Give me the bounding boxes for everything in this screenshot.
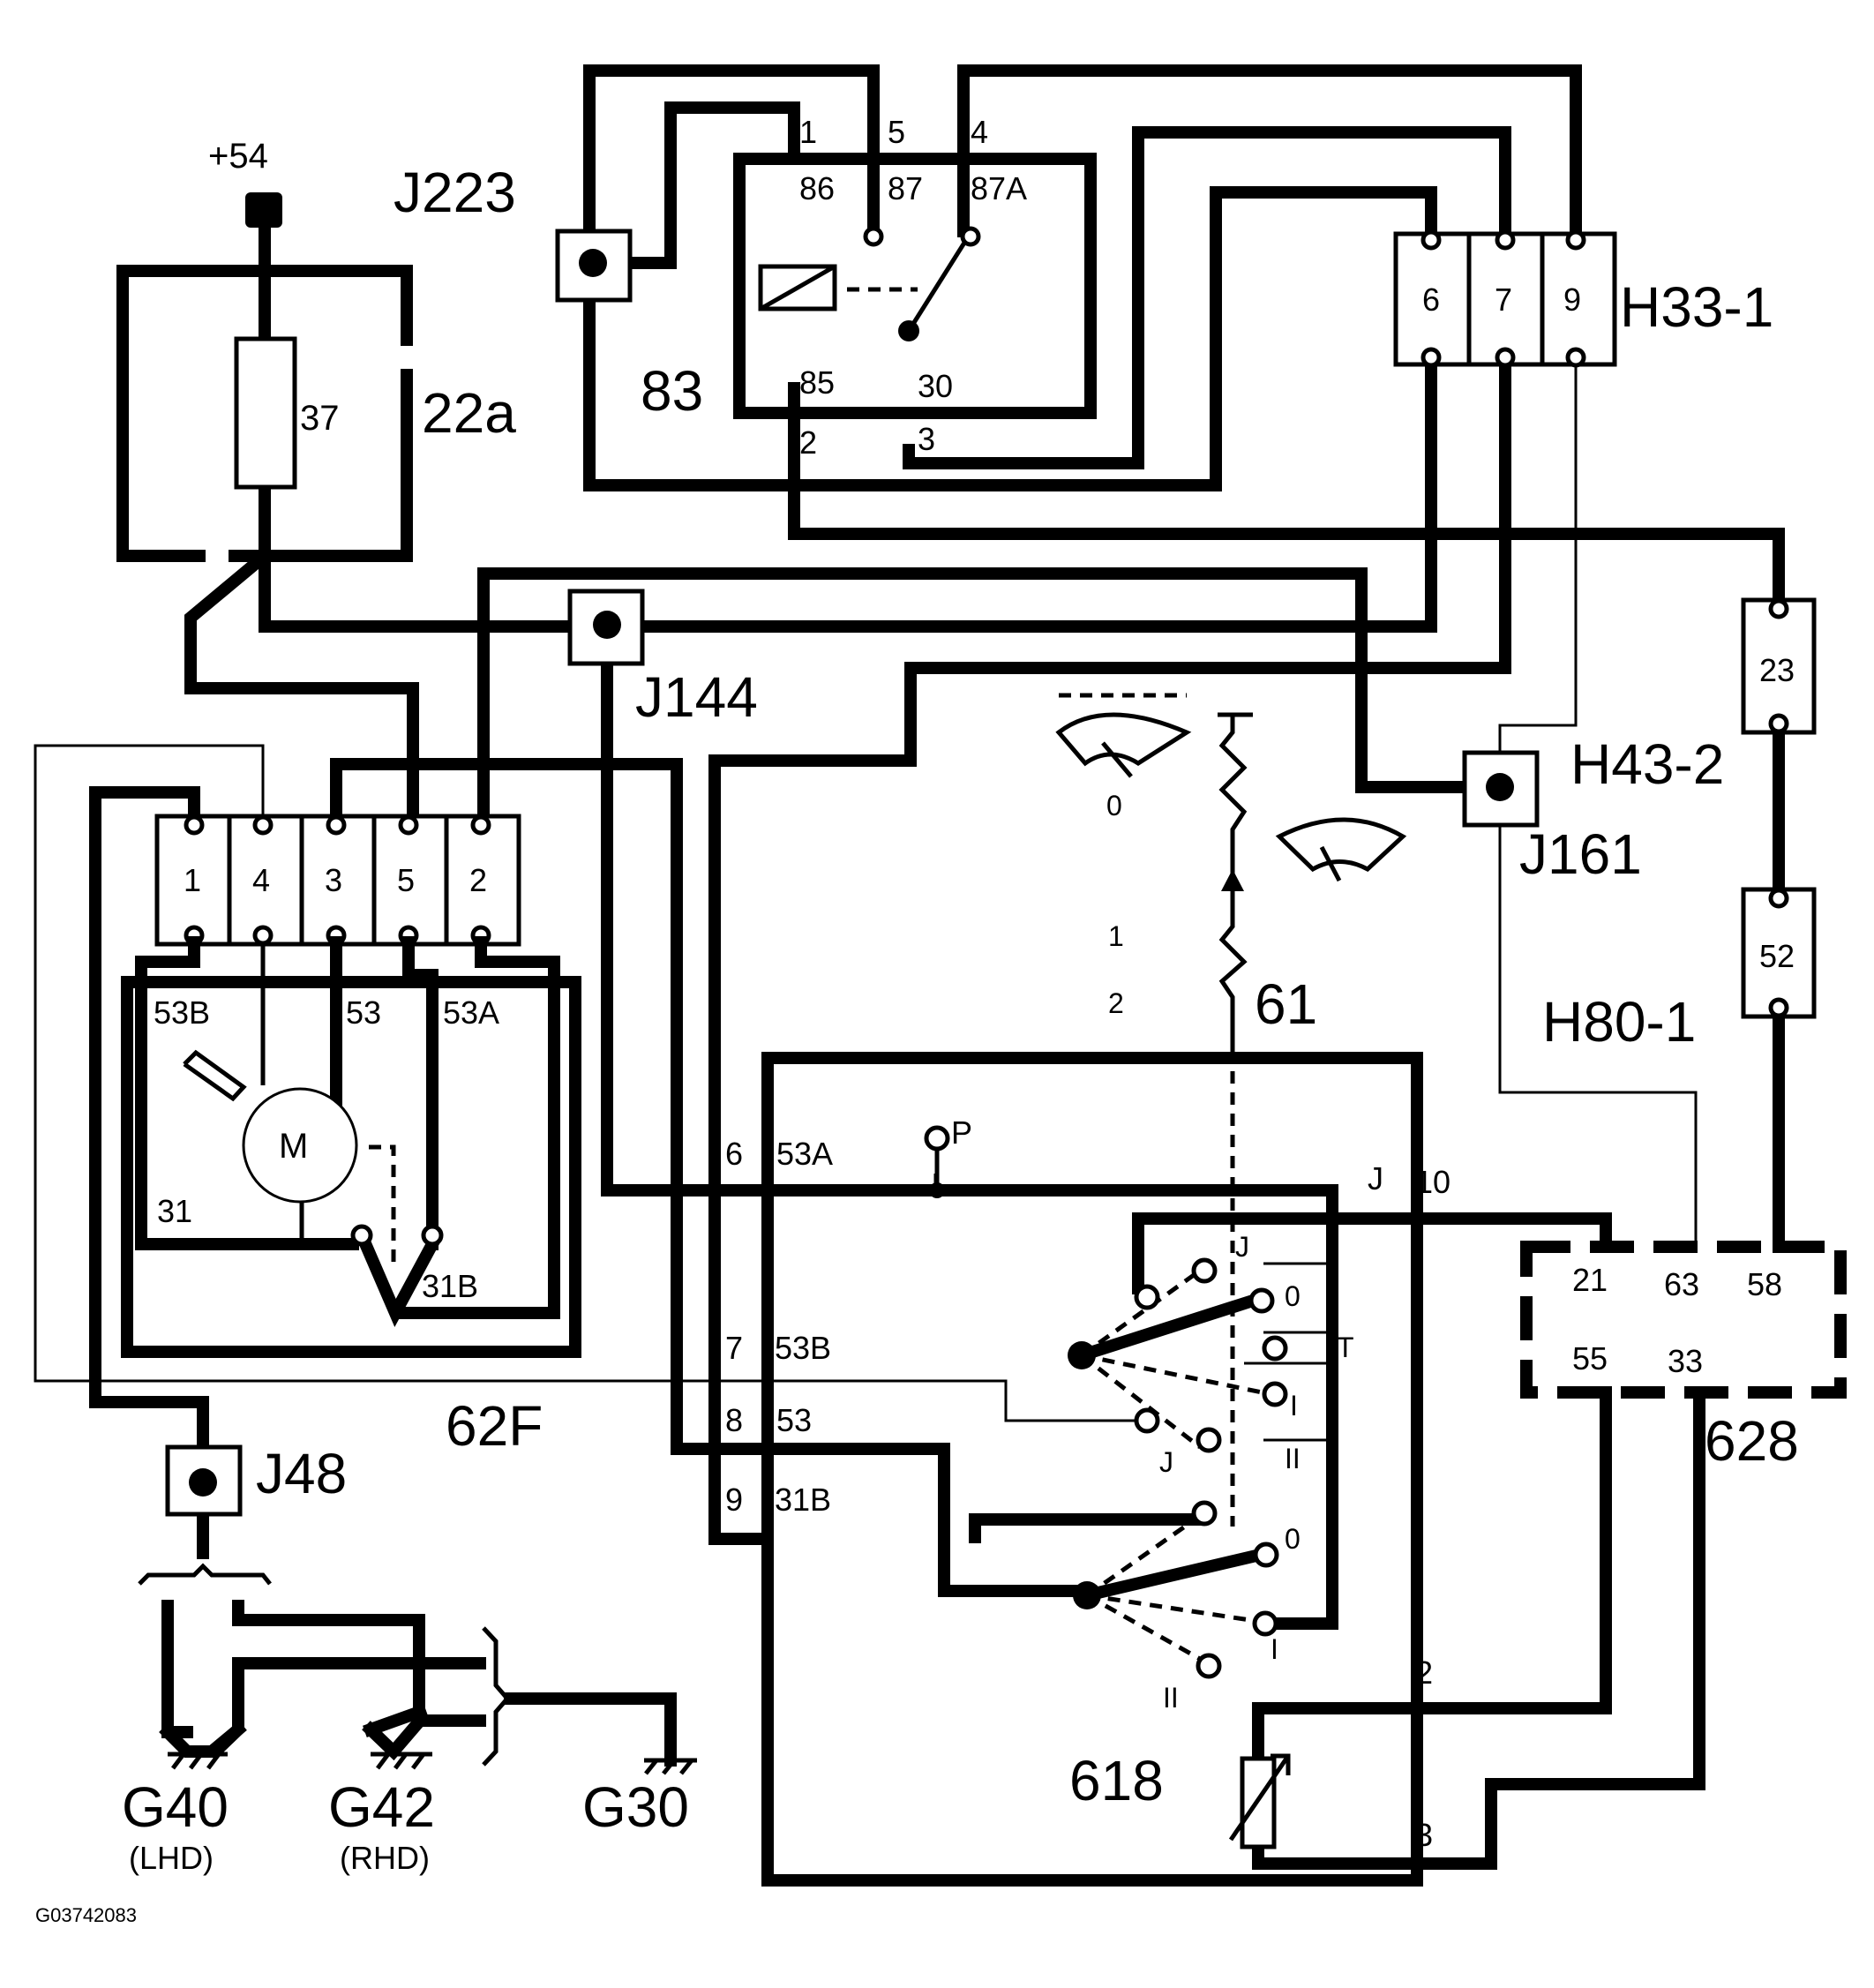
contact-ii-top: II bbox=[1285, 1443, 1301, 1474]
relay-83 bbox=[758, 226, 981, 341]
j161-connector bbox=[1462, 750, 1540, 828]
motor-internal bbox=[135, 936, 560, 1328]
h80-label: H80-1 bbox=[1542, 990, 1696, 1054]
switch-pin-53b: 53B bbox=[775, 1330, 831, 1366]
switch-pin-7: 7 bbox=[725, 1330, 743, 1366]
motor-pin-1: 1 bbox=[184, 862, 201, 898]
relay-pin-87a: 87A bbox=[971, 170, 1027, 206]
h43-pin: 23 bbox=[1759, 652, 1795, 688]
motor-pin-4: 4 bbox=[252, 862, 270, 898]
sensor-label: 618 bbox=[1069, 1749, 1164, 1812]
switch-61 bbox=[924, 693, 1407, 1679]
contact-t: T bbox=[1337, 1332, 1354, 1363]
switch-pin-2: 2 bbox=[1415, 1654, 1433, 1691]
motor-31: 31 bbox=[157, 1193, 192, 1229]
motor-53: 53 bbox=[346, 994, 381, 1031]
switch-pin-31b: 31B bbox=[775, 1482, 831, 1518]
motor-unit-label: 62F bbox=[446, 1394, 543, 1458]
relay-pin-5: 5 bbox=[888, 114, 905, 150]
contact-ii-bottom: II bbox=[1163, 1682, 1179, 1714]
motor-53a: 53A bbox=[443, 994, 499, 1031]
module-pin-21: 21 bbox=[1572, 1262, 1608, 1298]
motor-53b: 53B bbox=[154, 994, 210, 1031]
relay-pin-87: 87 bbox=[888, 170, 923, 206]
module-label: 628 bbox=[1705, 1409, 1799, 1473]
contact-j-bottom: J bbox=[1159, 1446, 1173, 1478]
motor-pin-3: 3 bbox=[325, 862, 342, 898]
switch-pos-0: 0 bbox=[1106, 790, 1122, 821]
switch-pin-8: 8 bbox=[725, 1402, 743, 1438]
motor-31b: 31B bbox=[422, 1268, 478, 1304]
j223-connector bbox=[555, 229, 633, 303]
grounds bbox=[159, 1712, 697, 1775]
g30-label: G30 bbox=[582, 1775, 689, 1839]
h43-label: H43-2 bbox=[1570, 732, 1724, 796]
module-pin-33: 33 bbox=[1668, 1343, 1703, 1379]
relay-pin-4: 4 bbox=[971, 114, 988, 150]
h80-connector bbox=[1741, 887, 1817, 1019]
g42-sublabel: (RHD) bbox=[340, 1840, 430, 1876]
switch-pin-9: 9 bbox=[725, 1482, 743, 1518]
h33-connector bbox=[1393, 229, 1617, 368]
j144-connector bbox=[567, 589, 645, 666]
switch-pin-6: 6 bbox=[725, 1136, 743, 1172]
switch-pos-2: 2 bbox=[1108, 987, 1124, 1019]
motor-symbol bbox=[242, 1087, 358, 1204]
switch-pin-10: 10 bbox=[1415, 1164, 1450, 1200]
j48-label: J48 bbox=[256, 1442, 347, 1505]
motor-pin-2: 2 bbox=[469, 862, 487, 898]
h33-pin-7: 7 bbox=[1495, 281, 1512, 318]
relay-label: 83 bbox=[641, 359, 703, 423]
relay-pin-85: 85 bbox=[799, 364, 835, 401]
fuse-label: 37 bbox=[300, 399, 340, 438]
motor-pin-5: 5 bbox=[397, 862, 415, 898]
j223-label: J223 bbox=[394, 161, 516, 224]
supply-label: +54 bbox=[208, 137, 268, 176]
switch-pin-p: P bbox=[951, 1114, 972, 1151]
switch-pin-3: 3 bbox=[1415, 1817, 1433, 1853]
figure-id: G03742083 bbox=[35, 1904, 137, 1926]
contact-0-top: 0 bbox=[1285, 1280, 1301, 1312]
motor-connector bbox=[154, 814, 521, 947]
j144-label: J144 bbox=[635, 665, 758, 729]
contact-0-bottom: 0 bbox=[1285, 1523, 1301, 1555]
j161-label: J161 bbox=[1519, 822, 1642, 886]
module-pin-55: 55 bbox=[1572, 1340, 1608, 1377]
relay-pin-3: 3 bbox=[918, 421, 935, 457]
h33-pin-9: 9 bbox=[1563, 281, 1581, 318]
switch-label: 61 bbox=[1255, 972, 1317, 1036]
h33-pin-6: 6 bbox=[1422, 281, 1440, 318]
h43-connector bbox=[1741, 597, 1817, 735]
relay-pin-86: 86 bbox=[799, 170, 835, 206]
motor-m: M bbox=[279, 1127, 308, 1166]
contact-i-bottom: I bbox=[1271, 1633, 1278, 1665]
module-pin-58: 58 bbox=[1747, 1266, 1782, 1302]
supply-terminal bbox=[245, 192, 282, 228]
fuse-box-label: 22a bbox=[422, 381, 516, 445]
contact-i-top: I bbox=[1290, 1390, 1298, 1422]
g40-sublabel: (LHD) bbox=[129, 1840, 214, 1876]
contact-j-top: J bbox=[1235, 1231, 1249, 1263]
module-628-box bbox=[1520, 1241, 1847, 1399]
g40-label: G40 bbox=[122, 1775, 229, 1839]
sensor-618 bbox=[1228, 1753, 1291, 1849]
switch-pin-53: 53 bbox=[776, 1402, 812, 1438]
switch-pos-1: 1 bbox=[1108, 920, 1124, 952]
module-pin-63: 63 bbox=[1664, 1266, 1699, 1302]
switch-pin-j: J bbox=[1368, 1160, 1383, 1197]
fuse-37 bbox=[234, 336, 297, 490]
wires bbox=[89, 64, 1785, 1887]
relay-pin-1: 1 bbox=[799, 114, 817, 150]
relay-pin-30: 30 bbox=[918, 368, 953, 404]
labels: +54 J223 83 22a 37 H33-1 J144 H43-2 J161… bbox=[35, 114, 1799, 1926]
relay-pin-2: 2 bbox=[799, 424, 817, 461]
h33-label: H33-1 bbox=[1620, 275, 1773, 339]
j48-connector bbox=[138, 1444, 511, 1767]
motor-park-link bbox=[369, 1144, 396, 1271]
h80-pin: 52 bbox=[1759, 938, 1795, 974]
switch-pin-53a: 53A bbox=[776, 1136, 833, 1172]
g42-label: G42 bbox=[328, 1775, 435, 1839]
